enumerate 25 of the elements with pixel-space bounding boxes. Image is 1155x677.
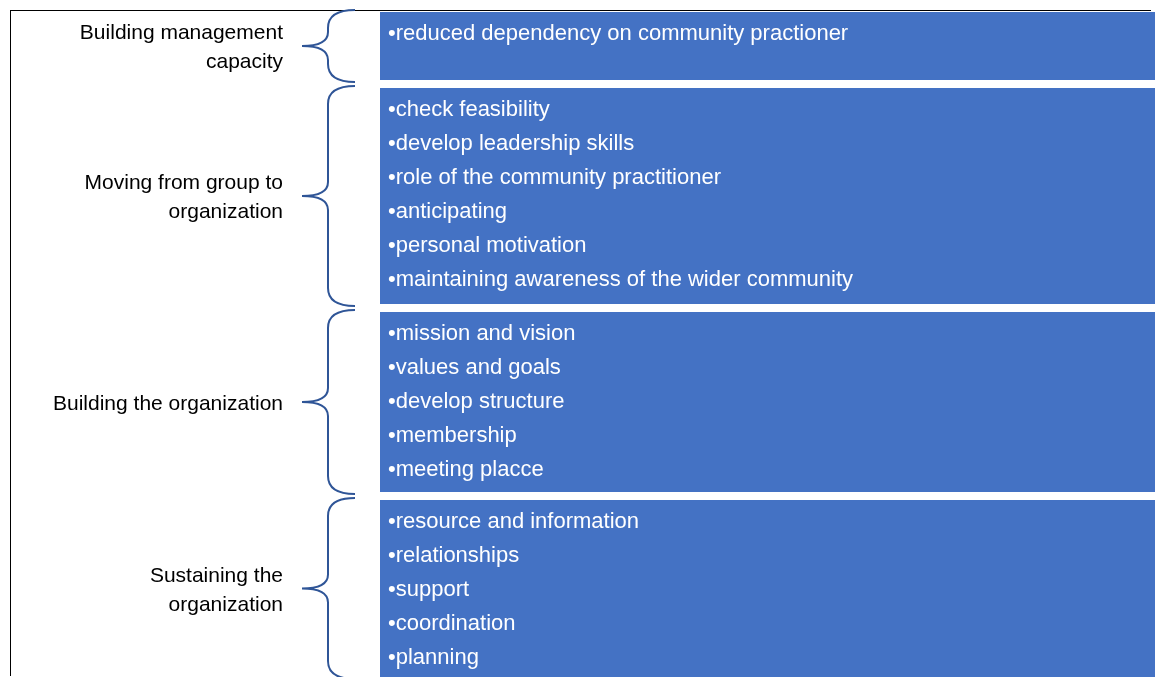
bullet-item: •personal motivation [388,231,587,259]
list-box [380,500,1155,677]
bullet-item: •anticipating [388,197,507,225]
bullet-item: •role of the community practitioner [388,163,721,191]
bullet-item: •coordination [388,609,516,637]
bullet-item: •reduced dependency on community practioner [388,19,849,47]
group-label: Building the organization [52,389,283,416]
list-box [380,88,1155,304]
bullet-item: •meeting placce [388,455,544,483]
group-label: Building management capacity [78,19,283,74]
group-label: Sustaining the organization [148,561,283,617]
bullet-item: •resource and information [388,507,640,535]
bullet-item: •mission and vision [388,319,576,347]
list-box [380,12,1155,80]
bullet-item: •support [388,575,470,603]
bullet-item: •planning [388,643,479,671]
bullet-item: •relationships [388,541,520,569]
bullet-item: •values and goals [388,353,561,381]
group-label: Moving from group to organization [83,169,283,224]
bullet-item: •membership [388,421,517,449]
bullet-item: •check feasibility [388,95,550,123]
bullet-item: •maintaining awareness of the wider community [388,265,854,293]
bullet-item: •develop structure [388,387,565,415]
list-box [380,312,1155,492]
bullet-item: •develop leadership skills [388,129,635,157]
